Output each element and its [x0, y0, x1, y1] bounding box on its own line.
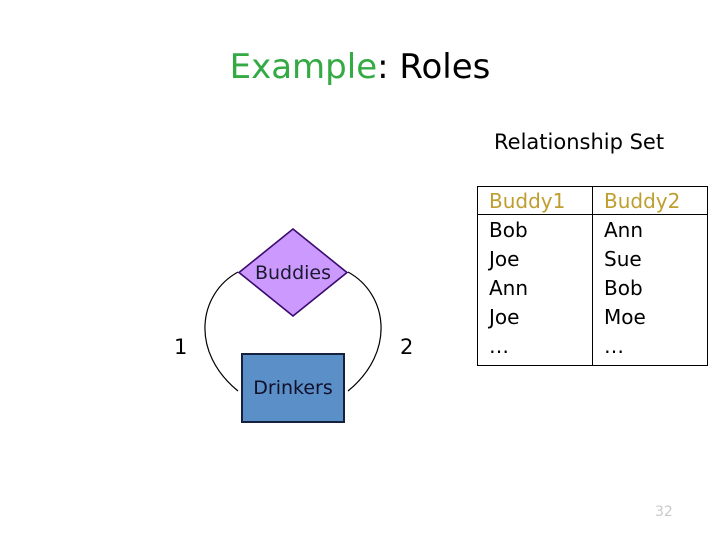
edge-role-label-1: 1 [174, 335, 188, 359]
relationship-diamond-buddies[interactable]: Buddies [238, 228, 348, 317]
table-cell: Ann [489, 276, 529, 300]
table-cell: Joe [489, 247, 520, 271]
edge-line-1 [204, 271, 239, 392]
edge-role-label-2: 2 [400, 335, 414, 359]
title-keyword: Example [229, 47, 378, 87]
er-diagram: Buddies Drinkers 1 2 [150, 210, 440, 440]
table-cell: Bob [604, 276, 643, 300]
diamond-shape [238, 228, 348, 317]
page-title: Example: Roles [0, 47, 720, 87]
relationship-label: Buddies [254, 261, 332, 284]
table-column-body-buddy1: Bob Joe Ann Joe … [478, 215, 592, 365]
title-rest: : Roles [377, 47, 491, 87]
relationship-set-table: Buddy1 Bob Joe Ann Joe … Buddy2 Ann Sue … [477, 186, 708, 366]
table-cell: Moe [604, 305, 646, 329]
table-cell: … [604, 334, 624, 358]
relationship-set-caption: Relationship Set [494, 130, 665, 154]
er-edges-group [204, 271, 382, 392]
column-header-buddy2: Buddy2 [593, 187, 707, 215]
column-header-buddy1: Buddy1 [478, 187, 592, 215]
table-column-body-buddy2: Ann Sue Bob Moe … [593, 215, 707, 365]
entity-box-drinkers[interactable]: Drinkers [241, 353, 345, 423]
table-column-buddy1: Buddy1 Bob Joe Ann Joe … [478, 187, 592, 365]
table-cell: Sue [604, 247, 642, 271]
entity-label: Drinkers [253, 377, 333, 399]
slide-number: 32 [655, 504, 673, 520]
table-cell: … [489, 334, 509, 358]
table-cell: Bob [489, 218, 528, 242]
edge-line-2 [347, 271, 382, 392]
table-cell: Joe [489, 305, 520, 329]
table-cell: Ann [604, 218, 644, 242]
table-column-buddy2: Buddy2 Ann Sue Bob Moe … [592, 187, 707, 365]
